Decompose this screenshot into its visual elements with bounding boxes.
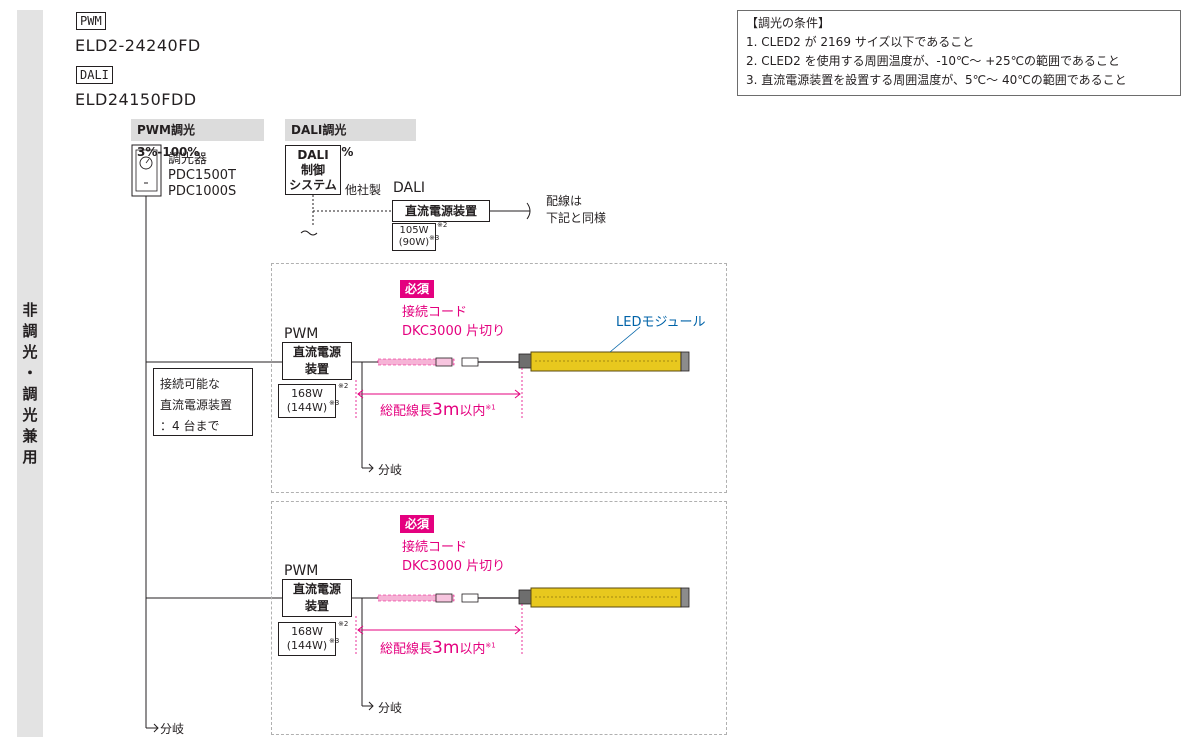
unit2-branch: 分岐 — [378, 701, 403, 715]
unit1-watt-alt: (144W) — [286, 401, 328, 414]
unit1-psu-box: 直流電源 装置 — [282, 342, 352, 380]
dimmer-label: 調光器 — [168, 152, 208, 167]
sidebar-char: 兼 — [22, 427, 38, 445]
sidebar-char: 光 — [22, 343, 38, 361]
unit2-length-value: 3m — [432, 638, 460, 658]
unit2-ref2: ※2 — [338, 620, 349, 628]
unit1-length-value: 3m — [432, 400, 460, 420]
unit2-length-note: 総配線長3m以内※1 — [380, 638, 496, 658]
unit1-length-ref: ※1 — [485, 403, 496, 412]
sidebar-char: 調 — [22, 322, 38, 340]
third-party-label: 他社製 — [345, 183, 382, 197]
dali-ref2: ※2 — [437, 221, 448, 229]
connectable-psu-note: 接続可能な 直流電源装置 ：4 台まで — [153, 368, 253, 436]
unit2-watt: 168W — [291, 625, 323, 638]
condition-item: 2. CLED2 を使用する周囲温度が、-10℃～ +25℃の範囲であること — [746, 54, 1120, 68]
dali-watt-value: 105W — [399, 225, 429, 236]
conditions-title: 【調光の条件】 — [746, 16, 831, 30]
bottom-branch: 分岐 — [160, 722, 185, 736]
unit2-cord-label: 接続コード — [402, 540, 468, 555]
pwm-dimming-heading: PWM調光 3%-100% — [131, 119, 264, 159]
condition-item: 1. CLED2 が 2169 サイズ以下であること — [746, 35, 975, 49]
unit2-pwm-label: PWM — [284, 563, 319, 579]
sidebar-char: 非 — [22, 301, 38, 319]
unit1-watt: 168W — [291, 387, 323, 400]
sidebar-char: 光 — [22, 406, 38, 424]
unit2-length-ref: ※1 — [485, 641, 496, 650]
sidebar-band — [17, 10, 43, 737]
sidebar-char: 調 — [22, 385, 38, 403]
unit-frame-2 — [271, 501, 727, 735]
sidebar-label: 非調光・調光兼用 — [17, 300, 43, 468]
unit1-length-suffix: 以内 — [459, 404, 486, 419]
led-module-label: LEDモジュール — [616, 315, 706, 330]
conditions-note: 【調光の条件】 1. CLED2 が 2169 サイズ以下であること 2. CL… — [737, 10, 1181, 96]
pwm-model: ELD2-24240FD — [75, 36, 201, 55]
dali-ref3: ※3 — [429, 234, 440, 242]
unit1-pwm-label: PWM — [284, 326, 319, 342]
unit-frame-1 — [271, 263, 727, 493]
dali-label: DALI — [393, 180, 426, 196]
unit1-branch: 分岐 — [378, 463, 403, 477]
unit1-cord-label: 接続コード — [402, 305, 468, 320]
dali-control-system: DALI 制御 システム — [285, 145, 341, 195]
unit1-length-prefix: 総配線長 — [380, 404, 433, 419]
unit1-ref2: ※2 — [338, 382, 349, 390]
dali-tag: DALI — [76, 66, 113, 84]
sidebar-char: 用 — [22, 448, 38, 466]
unit2-watt-alt: (144W) — [286, 639, 328, 652]
unit1-length-note: 総配線長3m以内※1 — [380, 400, 496, 420]
dali-watt-alt: (90W) — [398, 237, 430, 248]
unit2-watt-box: 168W (144W) — [278, 622, 336, 656]
condition-item: 3. 直流電源装置を設置する周囲温度が、5℃～ 40℃の範囲であること — [746, 73, 1127, 87]
dimmer-model: PDC1500T — [168, 168, 236, 183]
unit2-required-badge: 必須 — [400, 515, 435, 533]
unit2-length-prefix: 総配線長 — [380, 642, 433, 657]
unit1-required-badge: 必須 — [400, 280, 435, 298]
unit1-watt-box: 168W (144W) — [278, 384, 336, 418]
unit1-ref3: ※3 — [329, 399, 340, 407]
unit2-length-suffix: 以内 — [459, 642, 486, 657]
dali-model: ELD24150FDD — [75, 90, 197, 109]
unit1-cord-model: DKC3000 片切り — [402, 324, 506, 339]
sidebar-char: ・ — [22, 364, 38, 382]
unit2-ref3: ※3 — [329, 637, 340, 645]
dali-dimming-heading: DALI調光 5%-100% — [285, 119, 416, 159]
wiring-note: 配線は 下記と同様 — [546, 194, 607, 225]
dali-psu-watt: 105W (90W) — [392, 223, 436, 251]
unit2-cord-model: DKC3000 片切り — [402, 559, 506, 574]
dali-psu-box: 直流電源装置 — [392, 200, 490, 222]
unit2-psu-box: 直流電源 装置 — [282, 579, 352, 617]
pwm-tag: PWM — [76, 12, 106, 30]
dimmer-model: PDC1000S — [168, 184, 237, 199]
